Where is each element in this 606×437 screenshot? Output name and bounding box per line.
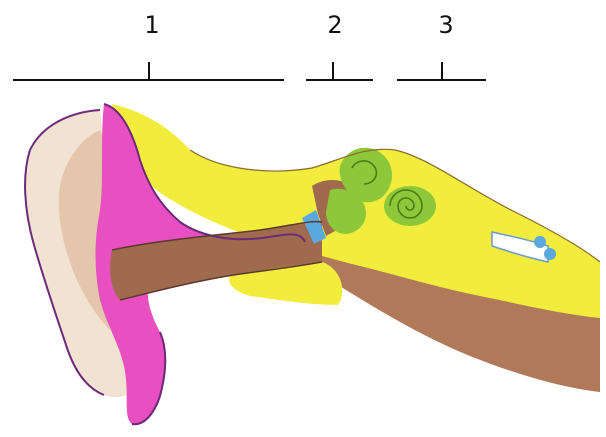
ear-illustration — [25, 104, 600, 424]
label-group-2: 2 — [306, 11, 373, 80]
label-1: 1 — [144, 11, 159, 39]
label-group-3: 3 — [397, 11, 486, 80]
nerve-end-1 — [534, 236, 546, 248]
label-2: 2 — [327, 11, 342, 39]
label-group-1: 1 — [13, 11, 284, 80]
label-3: 3 — [438, 11, 453, 39]
nerve-end-2 — [544, 248, 556, 260]
cochlea — [384, 186, 436, 226]
